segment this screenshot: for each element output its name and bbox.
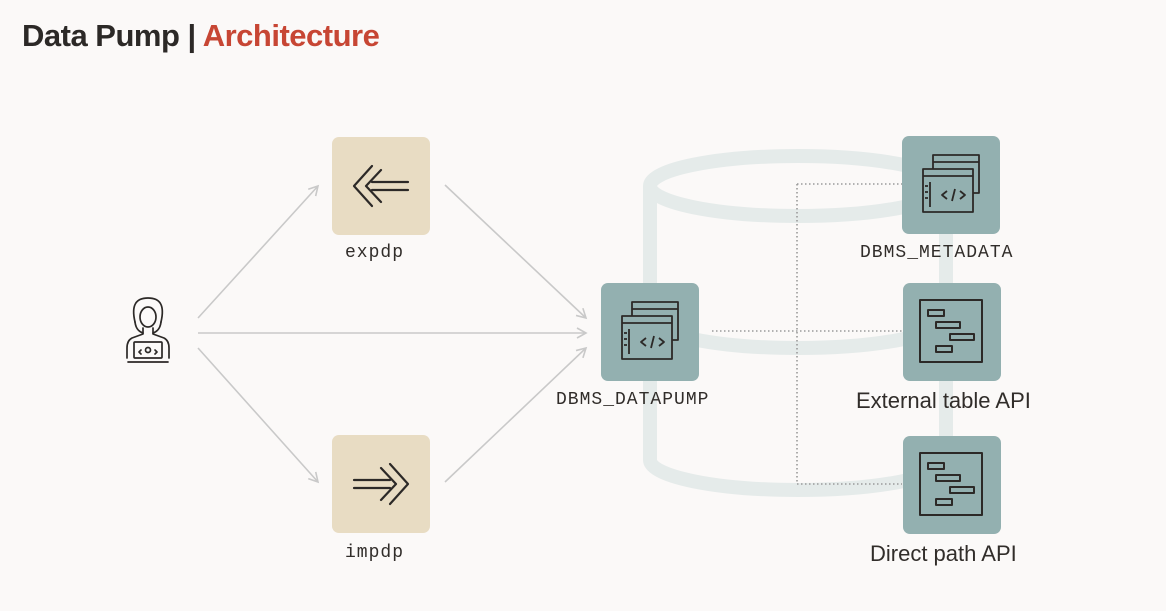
code-window-icon bbox=[621, 301, 679, 360]
connector-user-to-expdp bbox=[197, 184, 320, 319]
title-main: Data Pump bbox=[22, 18, 180, 53]
impdp-label: impdp bbox=[345, 543, 405, 563]
dbms-datapump-label: DBMS_DATAPUMP bbox=[556, 390, 710, 410]
code-window-icon bbox=[922, 154, 980, 213]
title-separator: | bbox=[187, 18, 197, 53]
dbms-metadata-label: DBMS_METADATA bbox=[860, 243, 1014, 263]
arrow-right-icon bbox=[352, 462, 410, 506]
dbms-datapump-tile bbox=[601, 283, 699, 381]
connectors bbox=[197, 184, 588, 484]
expdp-label: expdp bbox=[345, 243, 405, 263]
connector-expdp-to-datapump bbox=[444, 184, 588, 320]
impdp-tile bbox=[332, 435, 430, 533]
arrow-left-icon bbox=[352, 164, 410, 208]
title-accent: Architecture bbox=[202, 18, 380, 53]
external-table-api-label: External table API bbox=[856, 388, 1031, 413]
direct-path-api-label: Direct path API bbox=[870, 541, 1017, 566]
page-title: Data Pump | Architecture bbox=[22, 18, 380, 54]
expdp-tile bbox=[332, 137, 430, 235]
connector-user-to-impdp bbox=[197, 347, 320, 484]
layout-blocks-icon bbox=[919, 452, 983, 516]
external-table-api-tile bbox=[903, 283, 1001, 381]
connector-impdp-to-datapump bbox=[444, 346, 588, 483]
direct-path-api-tile bbox=[903, 436, 1001, 534]
user-laptop-icon bbox=[126, 297, 170, 363]
dbms-metadata-tile bbox=[902, 136, 1000, 234]
dotted-connectors bbox=[712, 183, 902, 485]
layout-blocks-icon bbox=[919, 299, 983, 363]
